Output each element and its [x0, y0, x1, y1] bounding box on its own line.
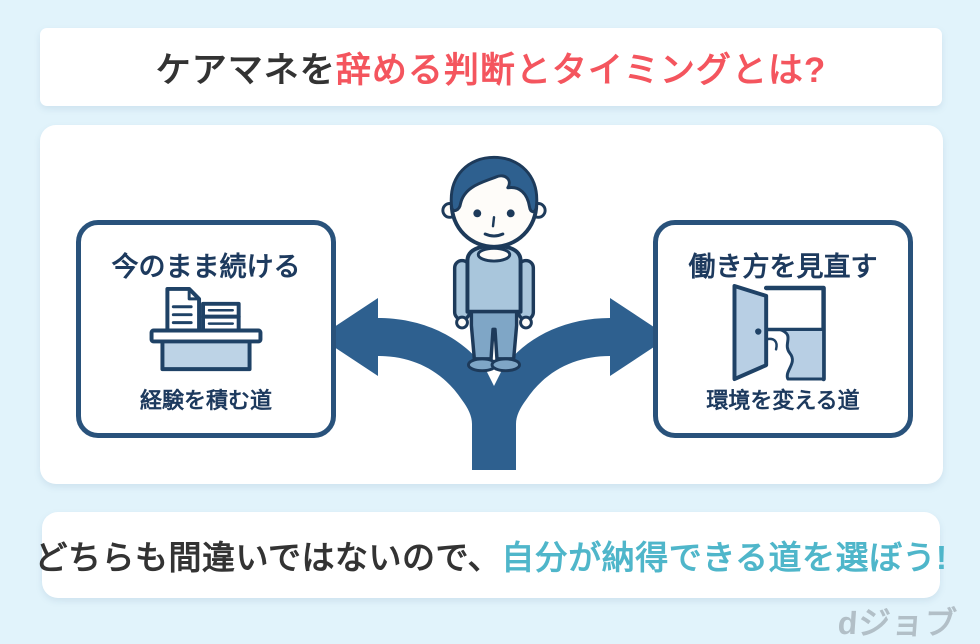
djob-logo: dジョブ — [837, 605, 960, 641]
diagram-card: 今のまま続ける 経験を積む道 働き方を見直す — [40, 125, 943, 484]
option-box-continue: 今のまま続ける 経験を積む道 — [76, 220, 336, 438]
conclusion-banner: どちらも間違いではないので、自分が納得できる道を選ぼう! — [34, 512, 947, 598]
conclusion-text-highlight: 自分が納得できる道を選ぼう! — [501, 539, 948, 576]
page-title: ケアマネを辞める判断とタイミングとは? — [156, 42, 826, 93]
open-door-icon — [732, 284, 826, 382]
option-change-title: 働き方を見直す — [688, 252, 878, 282]
page-title-highlight: 辞める判断とタイミングとは? — [335, 50, 827, 90]
conclusion-text-prefix: どちらも間違いではないので、 — [34, 539, 502, 576]
page-title-prefix: ケアマネを — [155, 50, 336, 90]
conclusion-text: どちらも間違いではないので、自分が納得できる道を選ぼう! — [34, 531, 947, 579]
option-continue-caption: 経験を積む道 — [139, 388, 272, 413]
desk-documents-icon — [149, 286, 263, 372]
option-continue-title: 今のまま続ける — [111, 252, 301, 282]
option-box-change: 働き方を見直す 環境を変える道 — [653, 220, 913, 438]
option-change-caption: 環境を変える道 — [706, 388, 860, 413]
person-illustration — [441, 155, 547, 373]
title-banner: ケアマネを辞める判断とタイミングとは? — [40, 28, 942, 106]
fork-arrow-icon — [319, 298, 669, 470]
